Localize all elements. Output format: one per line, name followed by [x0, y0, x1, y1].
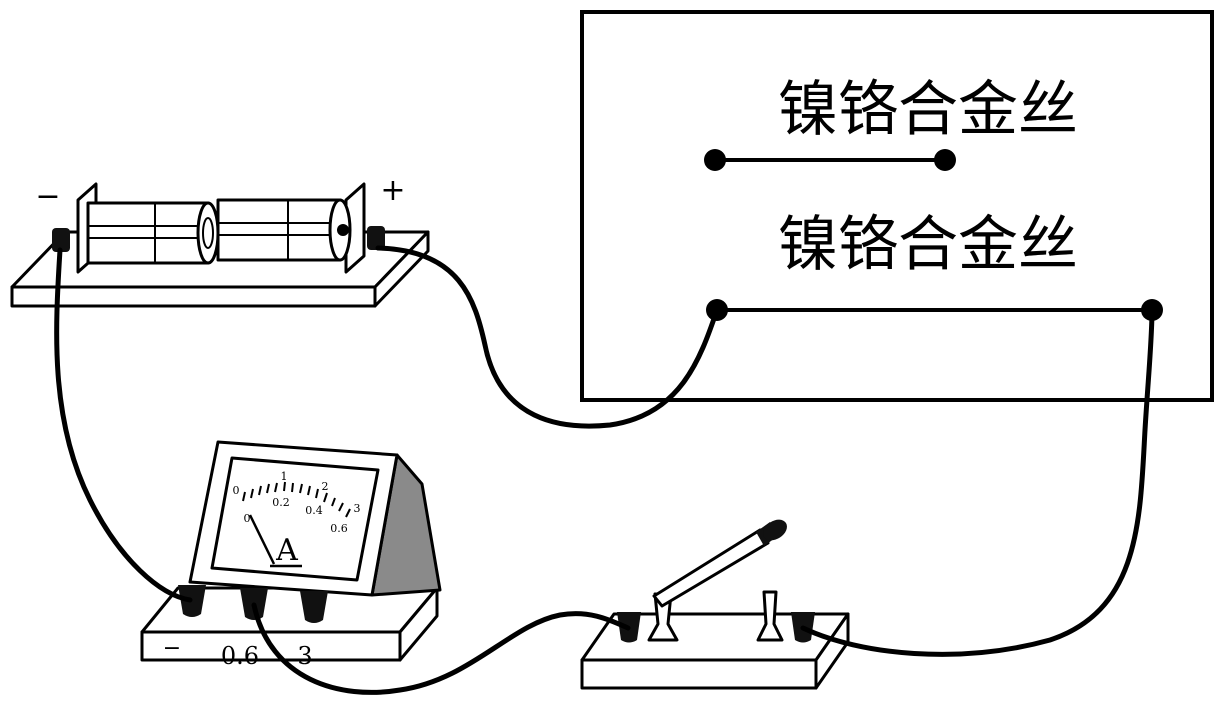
wire-switch-to-alloy: [800, 307, 1155, 657]
ammeter: 0 1 2 3 0 0.2 0.4 0.6 A − 0.6 3: [140, 440, 442, 670]
lower-scale-0: 0: [244, 512, 251, 525]
cell-1-end-ring: [202, 217, 214, 249]
battery-terminal-positive[interactable]: [367, 226, 385, 250]
ammeter-symbol: A: [275, 533, 298, 568]
battery-negative-sign: −: [35, 179, 60, 214]
cell-2-cap: [337, 224, 349, 236]
switch-blade[interactable]: [652, 528, 770, 608]
battery-positive-sign: +: [380, 173, 405, 208]
ammeter-terminal-3[interactable]: [300, 591, 328, 623]
wire-battery-positive-to-alloy: [375, 245, 720, 429]
wire-ammeter-to-switch: [251, 602, 631, 695]
ammeter-needle: [248, 514, 276, 565]
battery-holder: − +: [10, 173, 430, 308]
wire-battery-negative-to-ammeter: [54, 247, 193, 603]
lower-scale-0-2: 0.2: [272, 496, 290, 509]
board-label-top: 镍铬合金丝: [778, 75, 1078, 145]
switch-handle-knob[interactable]: [759, 515, 791, 544]
upper-scale-2: 2: [322, 480, 329, 493]
upper-scale-0: 0: [233, 484, 240, 497]
terminal-label-0-6: 0.6: [221, 642, 259, 670]
upper-scale-3: 3: [354, 502, 361, 515]
switch-base-front: [580, 658, 818, 690]
connecting-wires: [54, 245, 1155, 695]
lower-scale-0-6: 0.6: [330, 522, 348, 535]
wire-board: 镍铬合金丝 镍铬合金丝: [580, 10, 1214, 402]
switch-contact-jaw: [756, 590, 784, 642]
short-wire-terminal-right: [934, 149, 956, 171]
terminal-label-negative: −: [163, 636, 181, 661]
ammeter-dial-window: [210, 456, 380, 582]
battery-base-front: [10, 285, 377, 308]
short-wire-terminal-left: [704, 149, 726, 171]
battery-cell-1: [86, 201, 210, 265]
board-frame: [580, 10, 1214, 402]
upper-scale-1: 1: [281, 470, 288, 483]
lower-scale-0-4: 0.4: [305, 504, 323, 517]
terminal-label-3: 3: [297, 642, 312, 670]
cell-1-end: [196, 201, 220, 265]
ammeter-base-side: [398, 586, 439, 662]
battery-cell-2: [216, 198, 342, 262]
battery-terminal-negative[interactable]: [52, 228, 70, 252]
ammeter-scale: [242, 481, 351, 518]
board-label-bottom: 镍铬合金丝: [778, 210, 1078, 280]
knife-switch: [580, 515, 850, 690]
